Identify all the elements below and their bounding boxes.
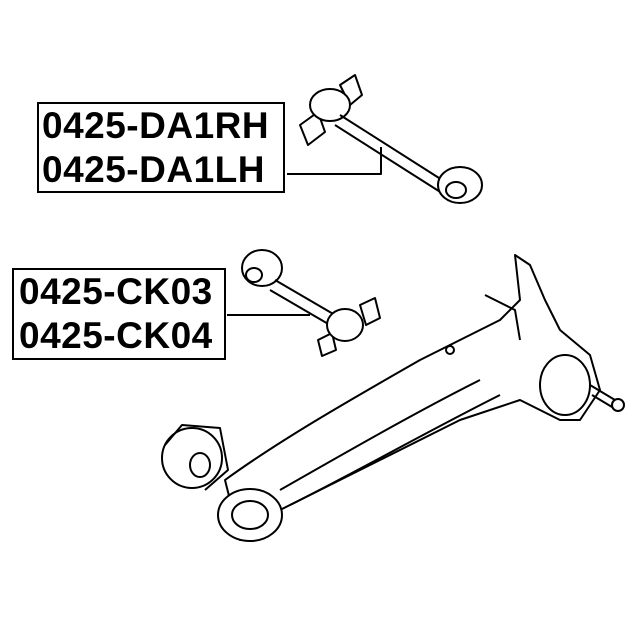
bushing (161, 424, 229, 491)
part-number-box-upper-arm: 0425-DA1RH 0425-DA1LH (37, 102, 285, 193)
part-number-ck04: 0425-CK04 (19, 315, 213, 356)
lateral-link (241, 249, 381, 357)
part-number-da1rh: 0425-DA1RH (42, 105, 270, 146)
lower-trailing-arm (217, 254, 625, 542)
upper-control-arm (299, 74, 483, 204)
part-number-box-lateral-link: 0425-CK03 0425-CK04 (12, 268, 226, 360)
leader-line-1 (287, 147, 382, 175)
part-number-da1lh: 0425-DA1LH (42, 149, 265, 190)
part-number-ck03: 0425-CK03 (19, 271, 213, 312)
